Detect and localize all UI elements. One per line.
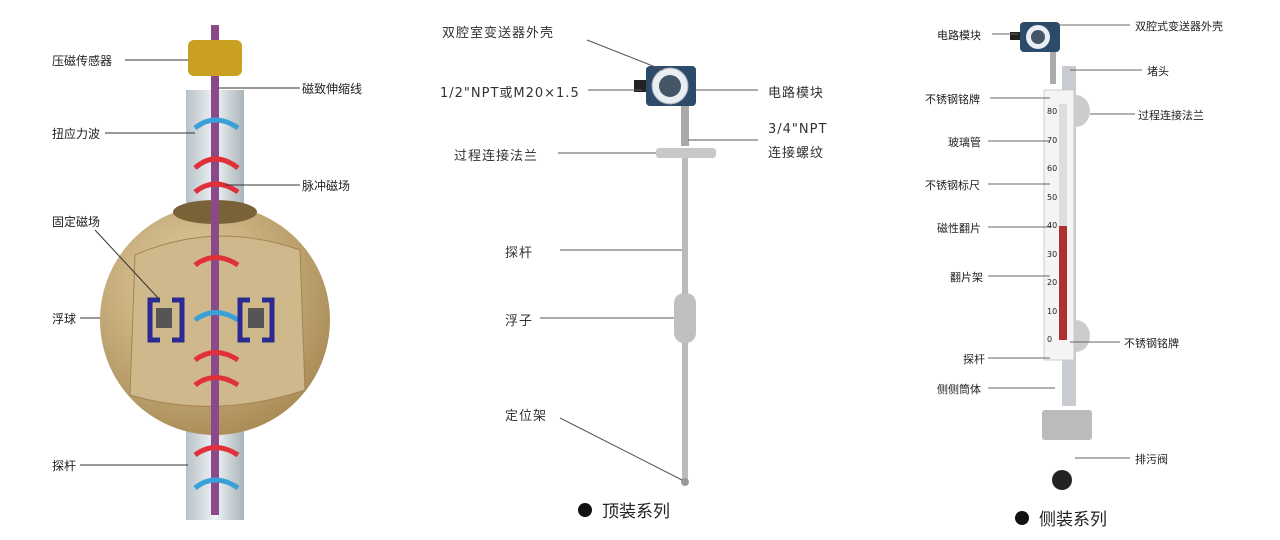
- scale-tick-label: 20: [1047, 278, 1058, 287]
- scale-tick-label: 30: [1047, 249, 1058, 259]
- top-mount-illustration: [540, 39, 758, 486]
- principle-illustration: [80, 25, 330, 520]
- label-flange: 过程连接法兰: [454, 149, 539, 164]
- scale-tick-label: 0: [1047, 335, 1053, 344]
- label-fixed-field: 固定磁场: [52, 215, 101, 229]
- label-nameplate-top: 不锈钢铭牌: [925, 93, 980, 106]
- scale-tick-label: 70: [1047, 135, 1058, 145]
- caption-text: 顶装系列: [602, 502, 670, 522]
- flange: [656, 148, 716, 158]
- bullet-icon: [578, 502, 592, 517]
- magnetic-flip-level: [1059, 226, 1067, 340]
- side-mount-illustration: [988, 22, 1142, 490]
- flip-track: [1059, 104, 1067, 340]
- label-probe: 探杆: [52, 459, 77, 473]
- caption-text: 侧装系列: [1039, 510, 1107, 530]
- label-scale: 不锈钢标尺: [925, 179, 980, 192]
- top-mount-diagram: 双腔室变送器外壳 1/2"NPT或M20×1.5 电路模块 3/4"NPT 连接…: [420, 0, 900, 540]
- label-glass-tube: 玻璃管: [948, 136, 981, 149]
- label-flap-frame: 翻片架: [950, 271, 983, 284]
- label-side-chamber: 侧侧筒体: [937, 383, 981, 396]
- sensor-icon: [188, 40, 242, 76]
- label-flange: 过程连接法兰: [1138, 109, 1204, 122]
- scale-tick-label: 60: [1047, 164, 1058, 173]
- scale-tick-label: 10: [1047, 306, 1058, 316]
- label-drain-valve: 排污阀: [1135, 453, 1168, 466]
- label-circuit-module: 电路模块: [768, 86, 825, 101]
- label-float: 浮子: [505, 314, 534, 329]
- label-wire: 磁致伸缩线: [302, 82, 363, 96]
- fixed-magnet-icon: [147, 297, 275, 343]
- label-probe: 探杆: [505, 246, 534, 261]
- caption-side-mount: 侧装系列: [1015, 505, 1107, 530]
- label-torsion-wave: 扭应力波: [52, 127, 101, 141]
- label-pulse-field: 脉冲磁场: [302, 179, 351, 193]
- label-plug: 堵头: [1147, 65, 1169, 78]
- scale-tick-label: 80: [1047, 107, 1058, 116]
- label-magnetic-flaps: 磁性翻片: [937, 222, 981, 235]
- float: [674, 293, 696, 343]
- label-sensor: 压磁传感器: [52, 54, 113, 68]
- label-probe: 探杆: [963, 353, 985, 366]
- label-conduit-thread: 1/2"NPT或M20×1.5: [440, 86, 580, 101]
- scale-tick-label: 50: [1047, 192, 1058, 202]
- bullet-icon: [1015, 510, 1029, 525]
- scale-tick-label: 40: [1047, 221, 1058, 230]
- principle-diagram: 压磁传感器 磁致伸缩线 扭应力波 脉冲磁场 固定磁场 浮球 探杆: [0, 0, 420, 540]
- label-circuit-module: 电路模块: [937, 29, 981, 42]
- label-connect-thread: 连接螺纹: [768, 146, 825, 161]
- label-positioner: 定位架: [505, 409, 548, 424]
- label-housing: 双腔室变送器外壳: [442, 26, 555, 41]
- drain-valve-icon: [1052, 470, 1072, 490]
- label-float: 浮球: [52, 312, 77, 326]
- label-nameplate-bottom: 不锈钢铭牌: [1124, 337, 1179, 350]
- label-npt: 3/4"NPT: [768, 122, 828, 137]
- side-mount-diagram: 80 70 60 50 40 30 20 10 0 电路模块 双腔式变送器外壳 堵头 不锈钢铭牌…: [910, 0, 1240, 500]
- label-housing: 双腔式变送器外壳: [1135, 20, 1223, 33]
- caption-top-mount: 顶装系列: [578, 497, 670, 522]
- magnetostrictive-wire: [211, 25, 219, 515]
